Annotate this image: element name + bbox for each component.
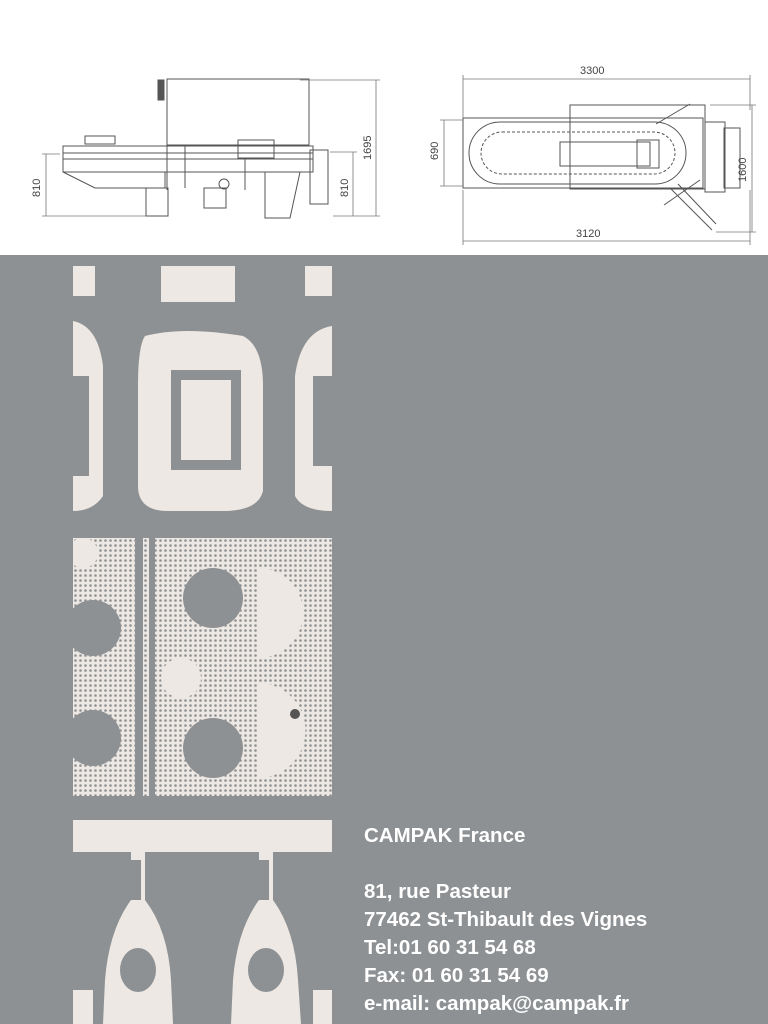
side-view-dimensions [42,79,380,217]
street-address: 81, rue Pasteur [364,880,511,903]
dim-left-height: 810 [31,179,43,197]
fax: Fax: 01 60 31 54 69 [364,964,549,987]
telephone: Tel:01 60 31 54 68 [364,936,536,959]
dim-width: 690 [429,142,441,160]
bottles-illustration [73,266,332,511]
side-view-drawing [62,78,329,219]
contact-block: CAMPAK France 81, rue Pasteur 77462 St-T… [364,822,754,1018]
technical-drawings: 810 810 1695 [0,0,768,255]
dim-overall-length: 3300 [580,65,604,77]
dim-overall-width: 1600 [737,158,749,182]
company-name: CAMPAK France [364,824,526,847]
contact-spacer [364,850,754,878]
dim-right-height: 810 [339,179,351,197]
blister-illustration [73,538,332,796]
bottles-photo [73,266,332,511]
email: e-mail: campak@campak.fr [364,992,629,1015]
blister-photo [73,538,332,796]
drawings-svg: 810 810 1695 [31,65,756,245]
dim-base-length: 3120 [576,228,600,240]
top-view-drawing [462,103,741,231]
vials-photo [73,820,332,1024]
vials-illustration [73,820,332,1024]
dim-overall-height: 1695 [362,136,374,160]
top-view-dimensions [440,75,756,245]
city-address: 77462 St-Thibault des Vignes [364,908,648,931]
